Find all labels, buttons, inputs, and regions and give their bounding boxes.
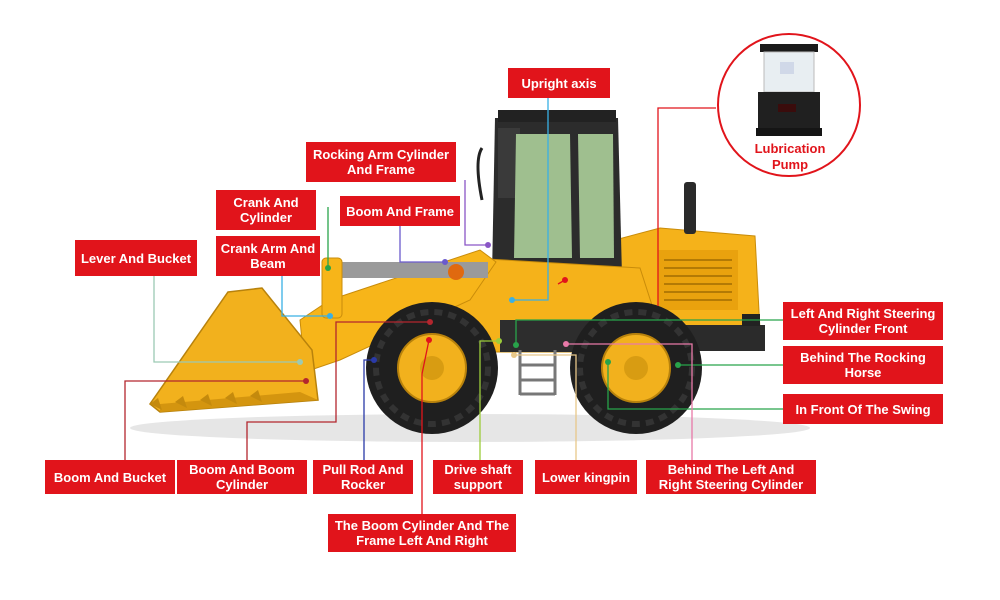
label-rocking-arm-cylinder-and-frame: Rocking Arm Cylinder And Frame (306, 142, 456, 182)
label-crank-and-cylinder: Crank And Cylinder (216, 190, 316, 230)
label-crank-arm-and-beam: Crank Arm And Beam (216, 236, 320, 276)
pump-inset (717, 33, 861, 177)
label-in-front-of-the-swing: In Front Of The Swing (783, 394, 943, 424)
label-upright-axis: Upright axis (508, 68, 610, 98)
label-boom-cylinder-and-frame-left-and-right: The Boom Cylinder And The Frame Left And… (328, 514, 516, 552)
label-behind-the-left-and-right-steering-cylinder: Behind The Left And Right Steering Cylin… (646, 460, 816, 494)
label-behind-the-rocking-horse: Behind The Rocking Horse (783, 346, 943, 384)
boom-arm (299, 249, 497, 373)
label-boom-and-boom-cylinder: Boom And Boom Cylinder (177, 460, 307, 494)
label-drive-shaft-support: Drive shaft support (433, 460, 523, 494)
cab (476, 110, 622, 276)
label-lower-kingpin: Lower kingpin (535, 460, 637, 494)
label-pull-rod-and-rocker: Pull Rod And Rocker (313, 460, 413, 494)
rear-wheel (570, 302, 702, 434)
leader-dots (297, 242, 681, 384)
pump-caption: Lubrication Pump (754, 141, 826, 172)
leader-lines (124, 91, 783, 516)
label-lever-and-bucket: Lever And Bucket (75, 240, 197, 276)
bucket (148, 287, 319, 413)
label-boom-and-frame: Boom And Frame (340, 196, 460, 226)
exhaust-pipe (684, 182, 696, 234)
rear-body (614, 182, 765, 351)
label-left-and-right-steering-cylinder-front: Left And Right Steering Cylinder Front (783, 302, 943, 340)
front-wheel (366, 302, 498, 434)
label-boom-and-bucket: Boom And Bucket (45, 460, 175, 494)
